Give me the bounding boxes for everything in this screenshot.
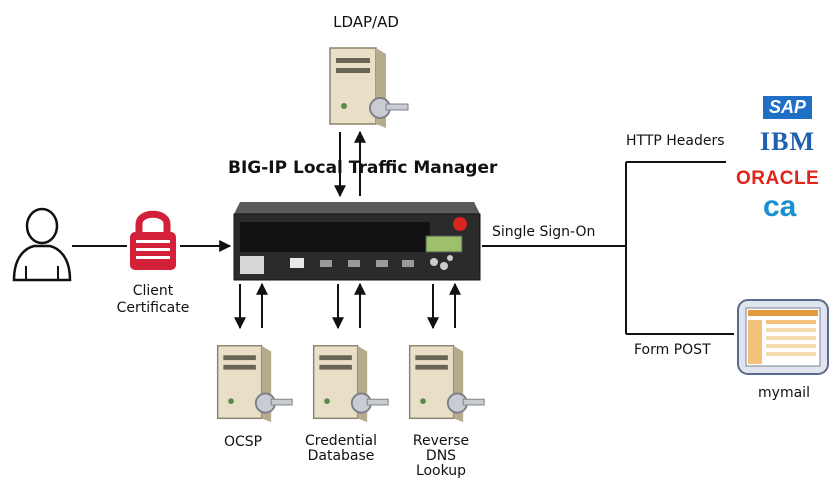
ca-logo: ca <box>763 190 797 223</box>
lock-icon <box>130 210 176 270</box>
server-icon <box>312 345 389 423</box>
bigip-label: BIG-IP Local Traffic Manager <box>228 158 498 178</box>
key-icon <box>254 392 293 414</box>
key-icon <box>446 392 485 414</box>
user-icon <box>12 207 72 282</box>
ocsp-label: OCSP <box>223 434 263 450</box>
form-post-label: Form POST <box>634 342 711 358</box>
ldap-label: LDAP/AD <box>333 13 399 31</box>
key-icon <box>369 97 409 119</box>
credential-database-label: Credential Database <box>304 433 378 464</box>
key-icon <box>350 392 389 414</box>
oracle-logo: ORACLE <box>736 168 820 189</box>
server-icon <box>408 345 485 423</box>
reverse-dns-label: Reverse DNS Lookup <box>412 433 470 479</box>
server-icon <box>216 345 293 423</box>
sap-logo: SAP <box>763 96 813 119</box>
server-icon <box>329 47 409 128</box>
http-headers-label: HTTP Headers <box>626 133 725 149</box>
mymail-label: mymail <box>758 385 810 401</box>
appliance-icon <box>233 202 481 281</box>
sso-label: Single Sign-On <box>492 224 596 240</box>
mail-window-icon <box>737 299 829 375</box>
client-certificate-label: Client Certificate <box>116 283 190 316</box>
ibm-logo: IBM <box>760 127 815 156</box>
